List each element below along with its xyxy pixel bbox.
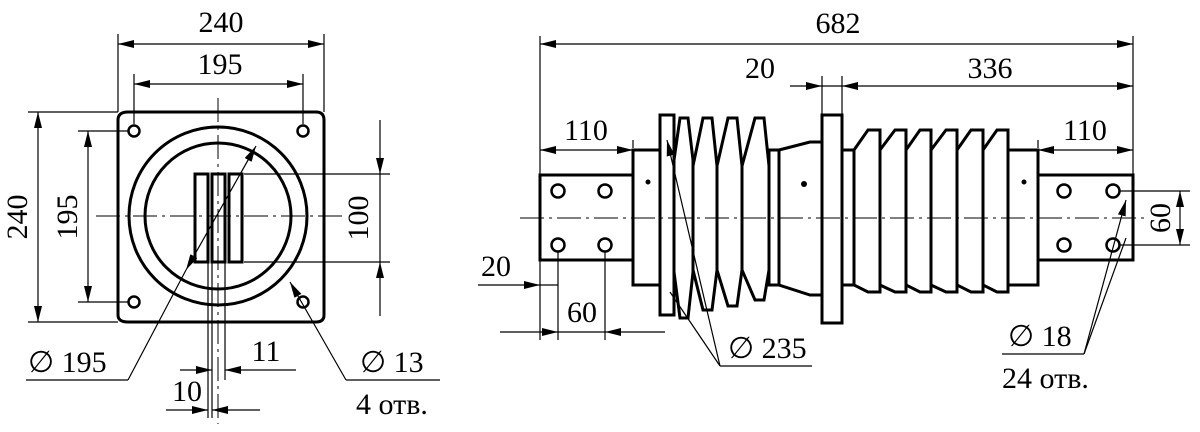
front-hole-count-label: 4 отв. xyxy=(356,388,428,421)
front-bolt-width-label: 195 xyxy=(198,48,243,81)
front-busbar-height-label: 100 xyxy=(342,196,375,241)
front-hole-diameter-label: ∅ 13 xyxy=(360,346,424,379)
front-bore-diameter-label: ∅ 195 xyxy=(28,346,107,379)
side-terminal-hole-count-label: 24 отв. xyxy=(1002,362,1089,395)
front-bolt-height-label: 195 xyxy=(51,195,84,240)
front-bolt-hole-tr xyxy=(296,124,310,138)
side-right-section-label: 336 xyxy=(968,52,1013,85)
side-flange-thickness-label: 20 xyxy=(745,52,775,85)
side-overall-length-label: 682 xyxy=(816,7,861,40)
front-slot-width-label: 11 xyxy=(252,335,281,368)
front-busbar-slot-1 xyxy=(193,172,210,264)
front-bolt-hole-bl xyxy=(127,295,141,309)
front-overall-height-label: 240 xyxy=(1,195,34,240)
side-left-flange xyxy=(658,113,676,317)
front-overall-width-label: 240 xyxy=(199,6,244,39)
side-shed-diameter-label: ∅ 235 xyxy=(728,332,807,365)
side-right-sheds xyxy=(840,128,1010,294)
front-flange-plate xyxy=(116,110,326,324)
front-slot-gap-label: 10 xyxy=(172,375,202,408)
side-terminal-spacing-h-label: 60 xyxy=(567,296,597,329)
side-terminal-offset-label: 20 xyxy=(481,250,511,283)
side-right-terminal-length-label: 110 xyxy=(1063,114,1107,147)
side-view: 682 20 336 110 110 60 20 60 xyxy=(478,7,1190,395)
side-terminal-hole-diameter-label: ∅ 18 xyxy=(1008,320,1072,353)
side-terminal-spacing-v-label: 60 xyxy=(1144,203,1177,233)
side-left-terminal-length-label: 110 xyxy=(564,114,608,147)
side-mounting-flange xyxy=(820,113,844,325)
front-busbar-slot-3 xyxy=(227,172,244,264)
front-view: 240 195 240 195 100 ∅ 195 ∅ 13 4 отв. xyxy=(1,6,440,424)
front-bolt-hole-tl xyxy=(127,124,141,138)
